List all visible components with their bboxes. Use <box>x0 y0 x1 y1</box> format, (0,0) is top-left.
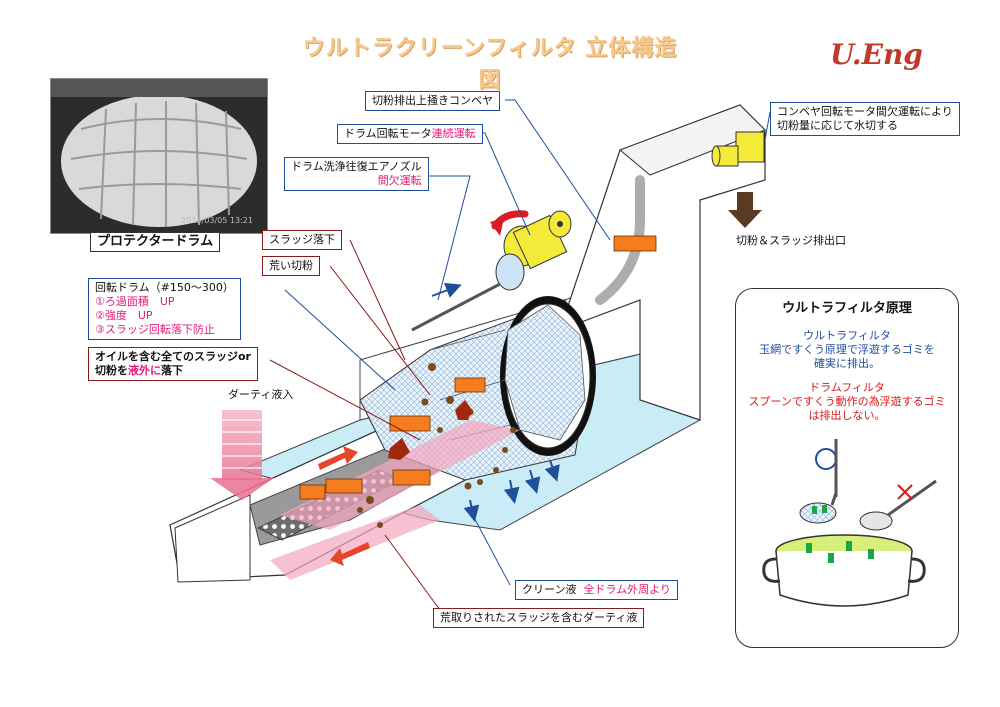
company-logo: U.Eng <box>830 38 923 71</box>
oil-sludge-line2a: 切粉を <box>95 364 128 377</box>
clean-flow-arrows <box>463 459 560 522</box>
air-nozzle-pipe <box>411 282 501 332</box>
rotating-drum-item1: ①ろ過面積 UP <box>95 295 175 308</box>
drum-filter-line2: は排出しない。 <box>808 409 886 422</box>
drum-motor-text: ドラム回転モータ <box>344 127 432 140</box>
discharge-label: 切粉＆スラッジ排出口 <box>736 234 846 247</box>
clean-liquid-label: クリーン液 全ドラム外周より <box>515 580 678 600</box>
drum-filter-heading: ドラムフィルタ <box>809 381 885 394</box>
drum-photo-image <box>51 79 267 233</box>
ultra-filter-line2: 確実に排出。 <box>814 357 880 370</box>
oil-sludge-line2c: 落下 <box>161 364 183 377</box>
air-nozzle-text: ドラム洗浄往復エアノズル <box>291 160 422 173</box>
clean-liquid-mode: 全ドラム外周より <box>583 583 671 596</box>
cross-ng-icon <box>897 484 913 500</box>
clean-liquid-text: クリーン液 <box>522 583 577 596</box>
principle-illustration <box>762 439 937 607</box>
principle-panel: ウルトラフィルタ原理 ウルトラフィルタ 玉網ですくう原理で浮遊するゴミを 確実に… <box>735 288 959 648</box>
spoon-icon <box>859 479 937 531</box>
conveyor-motor <box>711 131 765 167</box>
oil-sludge-line2b: 液外に <box>128 364 161 377</box>
air-nozzle-label: ドラム洗浄往復エアノズル 間欠運転 <box>284 157 429 191</box>
photo-date-stamp: 2013/03/05 13:21 <box>181 216 253 225</box>
pot-icon <box>762 534 926 607</box>
sludge-drop-label: スラッジ落下 <box>262 230 342 250</box>
principle-title: ウルトラフィルタ原理 <box>782 301 912 316</box>
rotating-drum-item3: ③スラッジ回転落下防止 <box>95 323 215 336</box>
oil-sludge-line1: オイルを含む全てのスラッジor <box>95 350 251 363</box>
sludge-clumps <box>388 400 472 460</box>
conveyor-label: 切粉排出上掻きコンベヤ <box>365 91 500 111</box>
rotating-drum-label: 回転ドラム（#150～300） ①ろ過面積 UP ②強度 UP ③スラッジ回転落… <box>88 278 241 340</box>
dirty-outflow-label: 荒取りされたスラッジを含むダーティ液 <box>433 608 645 628</box>
sludge-particles <box>357 363 516 528</box>
inflow-arrow <box>210 410 274 500</box>
conveyor-housing <box>559 104 766 421</box>
drum-motor-label: ドラム回転モータ連続運転 <box>337 124 483 144</box>
rotating-drum <box>359 296 596 481</box>
ultra-filter-line1: 玉網ですくう原理で浮遊するゴミを <box>759 343 935 356</box>
conveyor-motor-label: コンベヤ回転モータ間欠運転により 切粉量に応じて水切する <box>770 102 960 136</box>
dirty-inflow-label: ダーティ液入 <box>228 388 294 401</box>
drum-motor <box>490 210 572 291</box>
drum-motor-mode: 連続運転 <box>431 127 476 140</box>
conveyor-motor-line1: コンベヤ回転モータ間欠運転により <box>777 105 953 118</box>
conveyor-motor-line2: 切粉量に応じて水切する <box>777 119 898 132</box>
rotating-drum-title: 回転ドラム（#150～300） <box>95 281 234 294</box>
oil-sludge-label: オイルを含む全てのスラッジor 切粉を液外に落下 <box>88 347 258 381</box>
red-flow-arrows <box>318 446 370 566</box>
page-title: ウルトラクリーンフィルタ 立体構造図 <box>302 36 678 93</box>
drum-filter-line1: スプーンですくう動作の為浮遊するゴミ <box>748 395 946 408</box>
coarse-chips-label: 荒い切粉 <box>262 256 320 276</box>
circle-ok-icon <box>815 448 837 470</box>
protector-drum-photo: 2013/03/05 13:21 <box>50 78 268 234</box>
conveyor-paddles <box>299 235 657 500</box>
protector-drum-label: プロテクタードラム <box>90 232 221 252</box>
mesh-ladle-icon <box>799 492 838 524</box>
discharge-arrow <box>728 192 762 228</box>
ultra-filter-heading: ウルトラフィルタ <box>803 329 891 342</box>
air-nozzle-mode: 間欠運転 <box>377 174 422 187</box>
rotating-drum-item2: ②強度 UP <box>95 309 153 322</box>
